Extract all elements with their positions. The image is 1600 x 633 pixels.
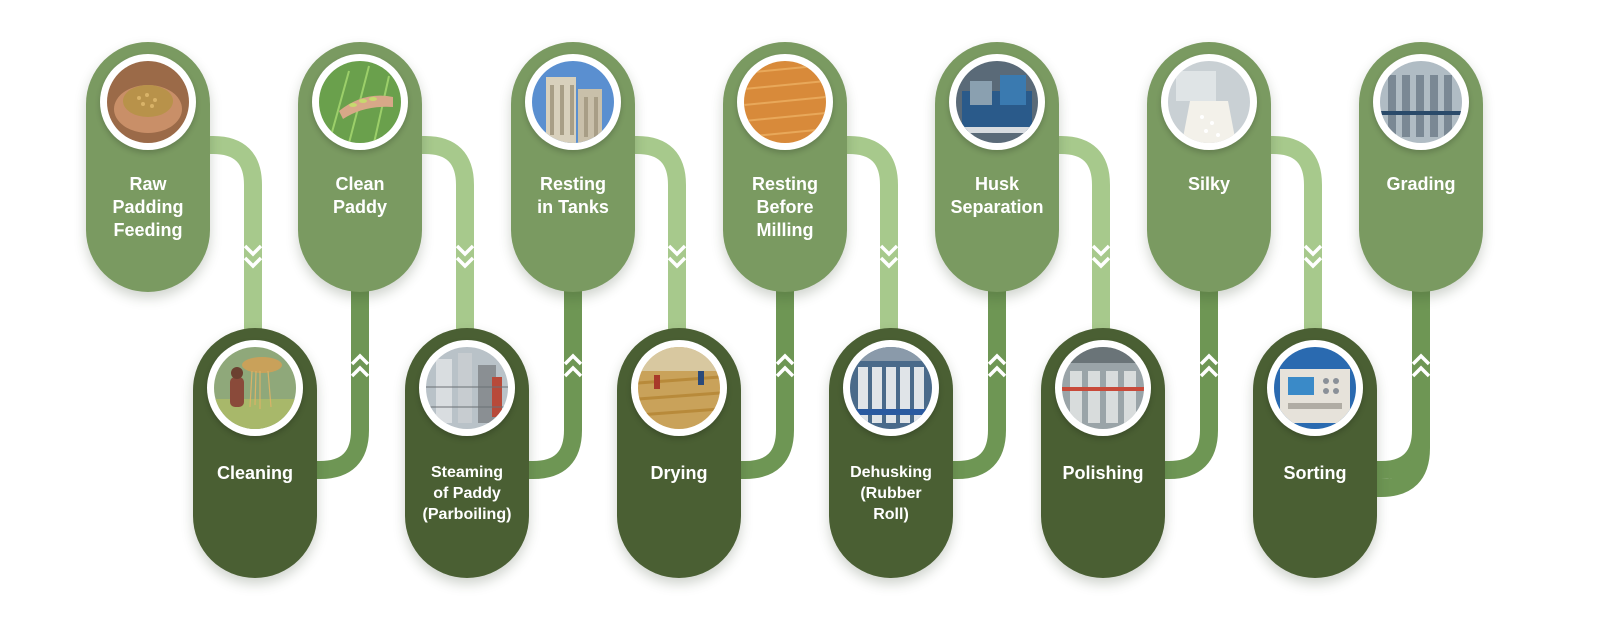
step-pill: Raw Padding Feeding bbox=[86, 42, 210, 292]
step-label: Polishing bbox=[1062, 463, 1144, 483]
step-label: Steaming of Paddy (Parboiling) bbox=[422, 464, 512, 523]
step-label: Grading bbox=[1386, 174, 1456, 194]
step-pill: Silky bbox=[1147, 42, 1271, 292]
step-pill: Resting in Tanks bbox=[511, 42, 635, 292]
step-label: Resting in Tanks bbox=[537, 174, 609, 217]
step-label: Silky bbox=[1187, 174, 1231, 194]
chevron-down-icon bbox=[243, 244, 263, 269]
step-label: Drying bbox=[650, 463, 708, 483]
winnowing-photo bbox=[207, 340, 303, 436]
step-label: Husk Separation bbox=[950, 174, 1044, 217]
up-connector bbox=[741, 288, 794, 479]
step-pill: Sorting bbox=[1253, 328, 1377, 578]
step-pill: Clean Paddy bbox=[298, 42, 422, 292]
chevron-down-icon bbox=[667, 244, 687, 269]
chevron-up-icon bbox=[350, 353, 370, 378]
up-connector bbox=[529, 288, 582, 479]
paddy-heap-photo bbox=[737, 54, 833, 150]
steam-tanks-photo bbox=[419, 340, 515, 436]
separator-machine-photo bbox=[949, 54, 1045, 150]
sorting-machine-photo bbox=[1267, 340, 1363, 436]
step-pill: Drying bbox=[617, 328, 741, 578]
down-connector bbox=[210, 136, 262, 332]
step-pill: Resting Before Milling bbox=[723, 42, 847, 292]
step-pill: Grading bbox=[1359, 42, 1483, 292]
chevron-up-icon bbox=[563, 353, 583, 378]
step-pill: Polishing bbox=[1041, 328, 1165, 578]
storage-silos-photo bbox=[525, 54, 621, 150]
chevron-up-icon bbox=[775, 353, 795, 378]
down-connector bbox=[1271, 136, 1322, 332]
up-connector bbox=[953, 288, 1006, 479]
step-label: Cleaning bbox=[216, 463, 293, 483]
step-pill: Dehusking (Rubber Roll) bbox=[829, 328, 953, 578]
down-connector bbox=[635, 136, 686, 332]
up-connector bbox=[1165, 288, 1218, 479]
polishing-plant-photo bbox=[1055, 340, 1151, 436]
down-connector bbox=[422, 136, 474, 332]
chevron-down-icon bbox=[1091, 244, 1111, 269]
drying-yard-photo bbox=[631, 340, 727, 436]
up-connector bbox=[317, 288, 369, 479]
chevron-down-icon bbox=[1303, 244, 1323, 269]
grain-in-hands-photo bbox=[100, 54, 196, 150]
step-pill: Husk Separation bbox=[935, 42, 1059, 292]
step-pill: Cleaning bbox=[193, 328, 317, 578]
dehusking-machines-photo bbox=[843, 340, 939, 436]
chevron-down-icon bbox=[455, 244, 475, 269]
step-label: Clean Paddy bbox=[332, 174, 388, 217]
step-label: Dehusking (Rubber Roll) bbox=[850, 464, 932, 523]
chevron-up-icon bbox=[1411, 353, 1431, 378]
step-label: Raw Padding Feeding bbox=[112, 174, 184, 240]
chevron-up-icon bbox=[987, 353, 1007, 378]
rice-plant-photo bbox=[312, 54, 408, 150]
step-label: Sorting bbox=[1283, 463, 1347, 483]
chevron-up-icon bbox=[1199, 353, 1219, 378]
chevron-down-icon bbox=[879, 244, 899, 269]
down-connector bbox=[847, 136, 898, 332]
step-label: Resting Before Milling bbox=[751, 174, 818, 240]
step-pill: Steaming of Paddy (Parboiling) bbox=[405, 328, 529, 578]
grading-line-photo bbox=[1373, 54, 1469, 150]
up-connector bbox=[1377, 288, 1430, 497]
white-rice-photo bbox=[1161, 54, 1257, 150]
down-connector bbox=[1059, 136, 1110, 332]
